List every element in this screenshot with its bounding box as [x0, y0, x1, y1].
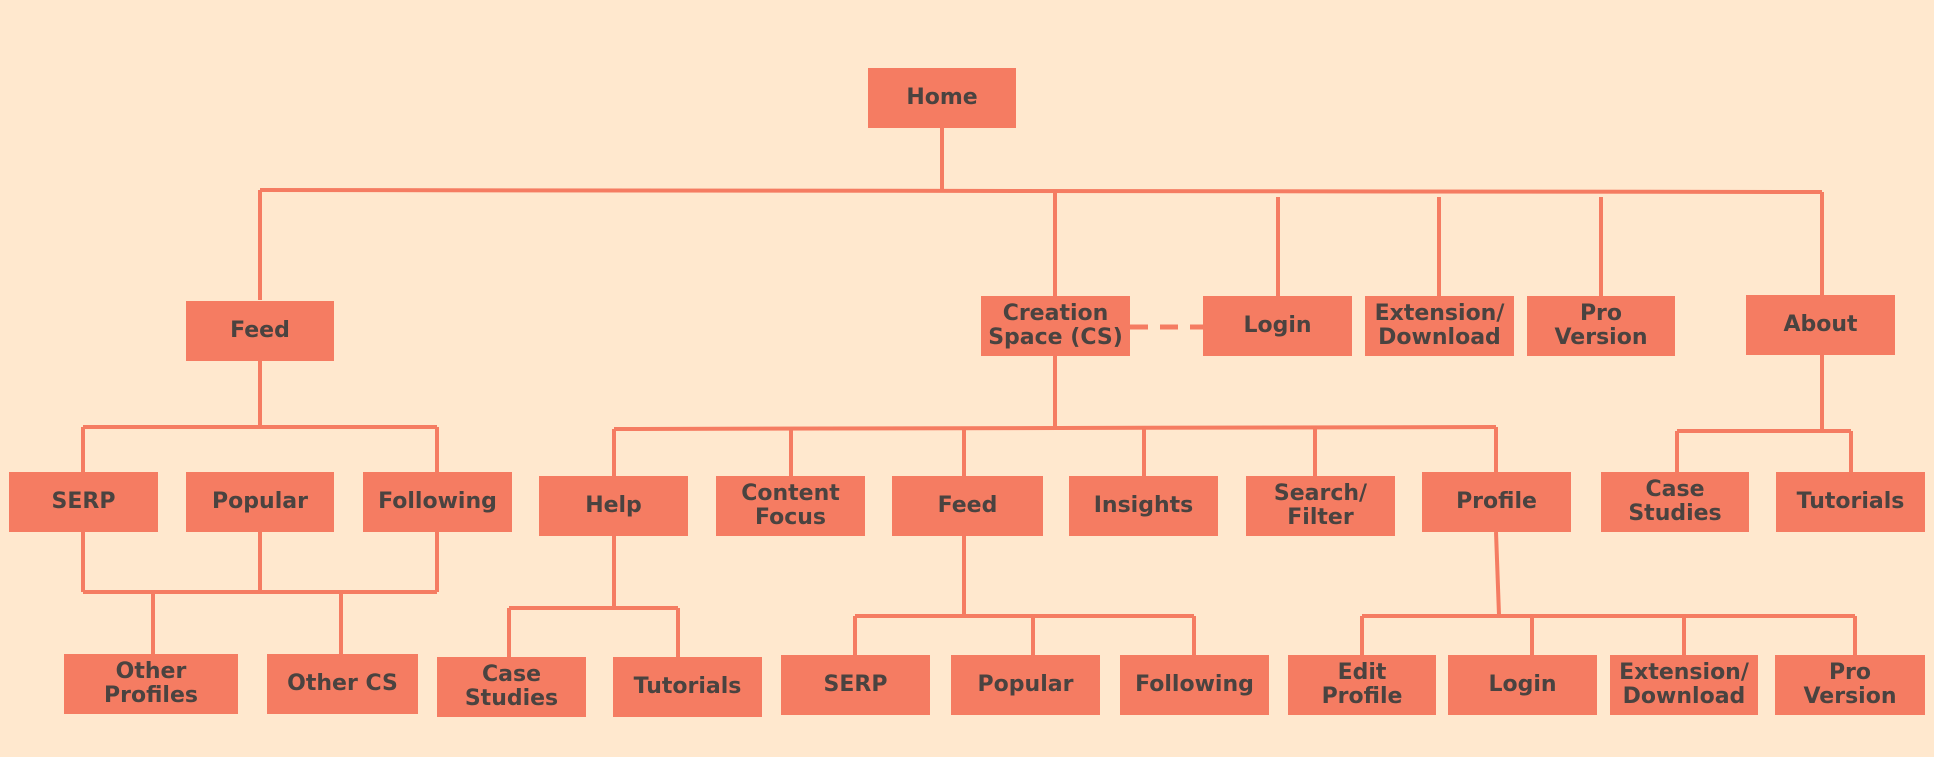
connector	[259, 188, 1823, 194]
node-feed-popular: Popular	[186, 472, 334, 532]
node-help-tutorials: Tutorials	[613, 657, 762, 717]
node-profile-login: Login	[1448, 655, 1597, 715]
node-help-case-studies: Case Studies	[437, 657, 586, 717]
node-extension-download: Extension/ Download	[1365, 296, 1514, 356]
node-profile-edit: Edit Profile	[1288, 655, 1436, 715]
node-feed: Feed	[186, 301, 334, 361]
node-login: Login	[1203, 296, 1352, 356]
node-cs-search-filter: Search/ Filter	[1246, 476, 1395, 536]
node-profile-pro-version: Pro Version	[1775, 655, 1925, 715]
node-cs-profile: Profile	[1422, 472, 1571, 532]
node-about: About	[1746, 295, 1895, 355]
node-cs-insights: Insights	[1069, 476, 1218, 536]
node-about-tutorials: Tutorials	[1776, 472, 1925, 532]
node-profile-extension-download: Extension/ Download	[1610, 655, 1758, 715]
node-feed-serp: SERP	[9, 472, 158, 532]
node-other-cs: Other CS	[267, 654, 418, 714]
connector	[1494, 531, 1501, 616]
node-about-case-studies: Case Studies	[1601, 472, 1749, 532]
node-cs-feed-following: Following	[1120, 655, 1269, 715]
node-other-profiles: Other Profiles	[64, 654, 238, 714]
node-pro-version: Pro Version	[1527, 296, 1675, 356]
node-cs-help: Help	[539, 476, 688, 536]
node-home: Home	[868, 68, 1016, 128]
node-feed-following: Following	[363, 472, 512, 532]
node-cs-feed: Feed	[892, 476, 1043, 536]
connector	[613, 425, 1497, 431]
node-creation-space: Creation Space (CS)	[981, 296, 1130, 356]
node-cs-feed-serp: SERP	[781, 655, 930, 715]
node-cs-content-focus: Content Focus	[716, 476, 865, 536]
node-cs-feed-popular: Popular	[951, 655, 1100, 715]
